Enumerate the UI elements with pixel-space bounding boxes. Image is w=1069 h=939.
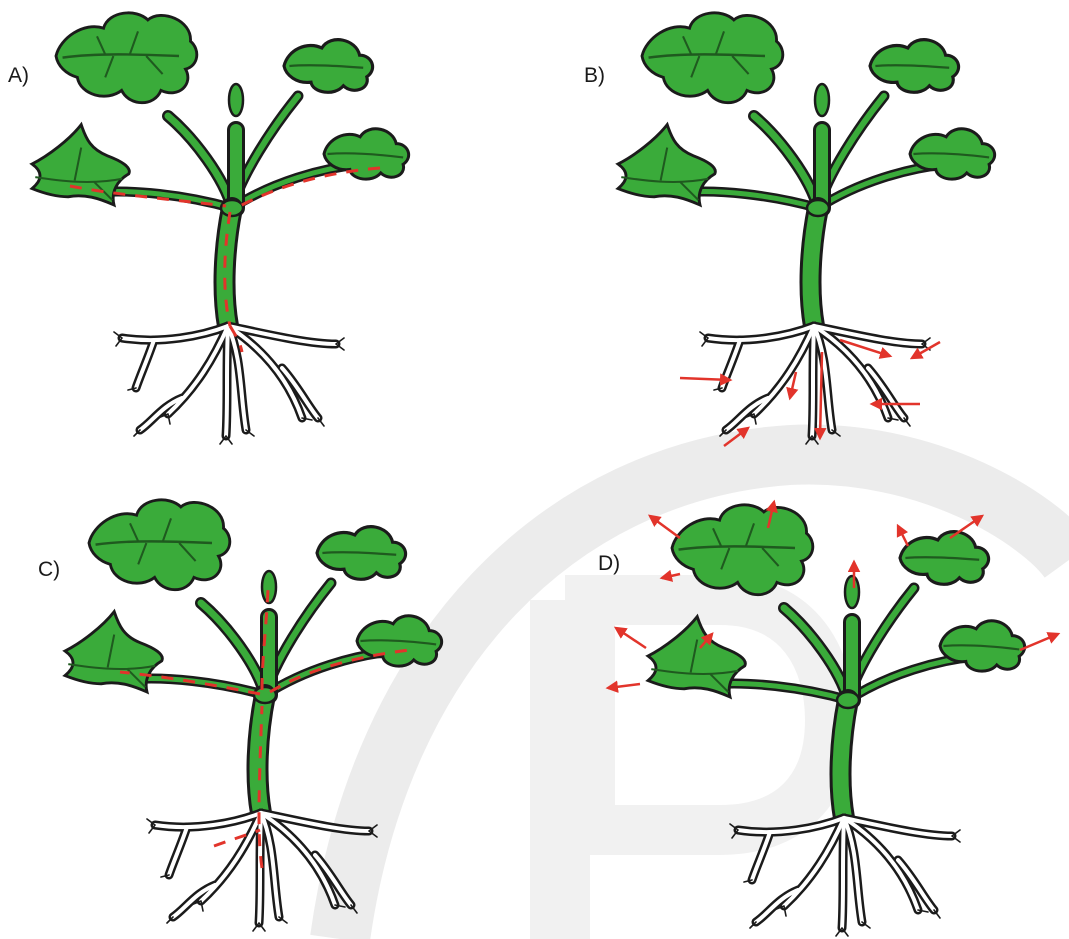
panel-b-label: B)	[584, 64, 605, 87]
panel-d-label: D)	[598, 552, 620, 575]
plant-a	[32, 13, 409, 444]
plant-d	[648, 505, 1025, 936]
panel-b: B)	[584, 13, 995, 446]
panel-a-label: A)	[8, 64, 29, 87]
plant-b	[618, 13, 995, 444]
panel-c-label: C)	[38, 558, 60, 581]
panel-a: A)	[8, 13, 409, 444]
